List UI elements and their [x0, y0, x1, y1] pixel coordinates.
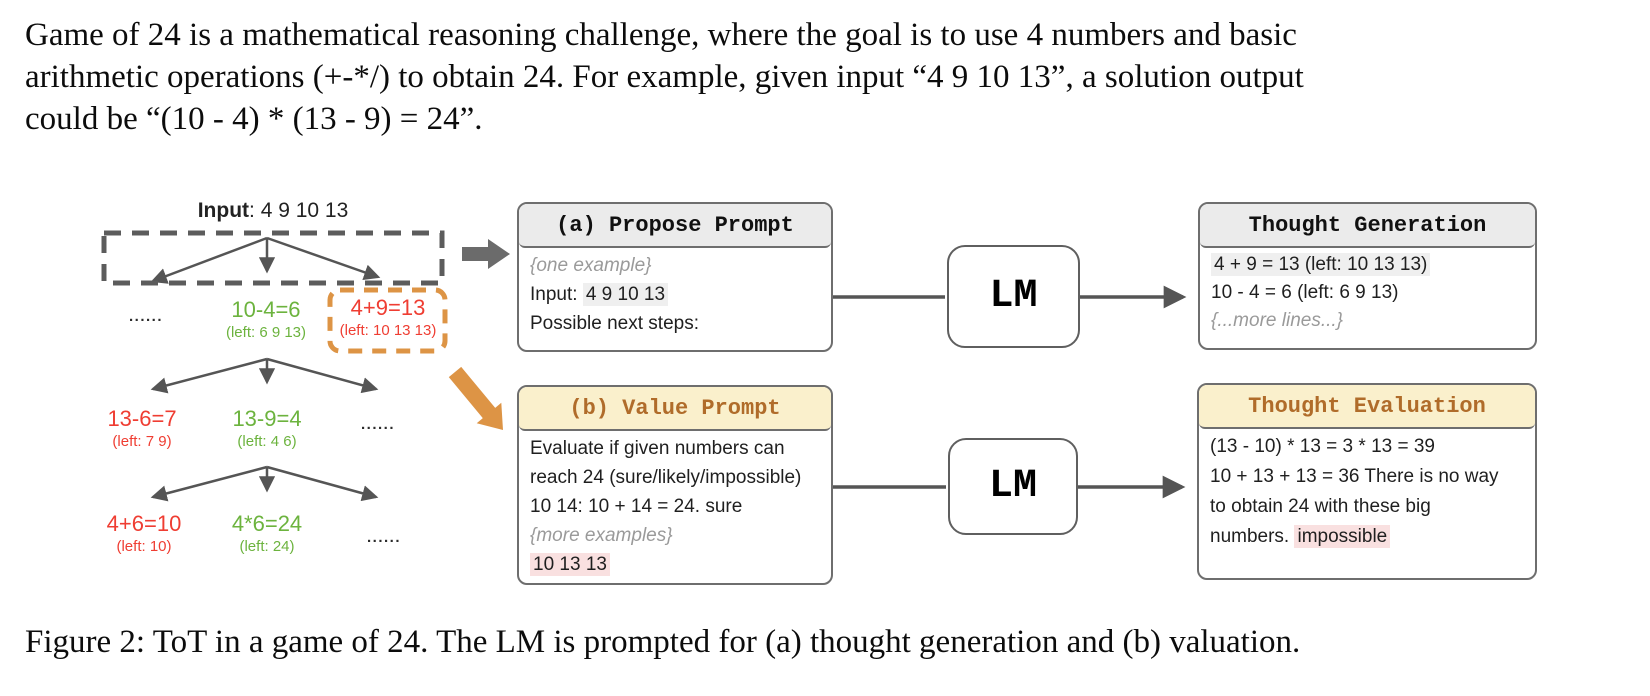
tree-node-4-9-13: 4+9=13 (left: 10 13 13) — [340, 296, 437, 341]
thought-generation-body: 4 + 9 = 13 (left: 10 13 13) 10 - 4 = 6 (… — [1200, 248, 1535, 335]
query-line: 10 13 13 — [530, 550, 820, 579]
prompt-line: Evaluate if given numbers can — [530, 438, 785, 459]
intro-line: could be “(10 - 4) * (13 - 9) = 24”. — [25, 101, 483, 137]
orange-block-arrow-icon — [448, 366, 503, 430]
prompt-line: reach 24 (sure/likely/impossible) — [530, 467, 802, 488]
tree-node-13-6-7: 13-6=7 (left: 7 9) — [107, 407, 176, 452]
tree-node-4-6-24: 4*6=24 (left: 24) — [232, 512, 302, 557]
lm-box-generation: LM — [947, 245, 1080, 348]
gray-block-arrow-icon — [462, 239, 510, 269]
prompt-input-line: Input: 4 9 10 13 — [530, 280, 820, 309]
placeholder-text: {one example} — [530, 255, 652, 276]
placeholder-text: {more examples} — [530, 525, 673, 546]
tree-input-label: Input: 4 9 10 13 — [198, 199, 349, 223]
highlighted-query-numbers: 10 13 13 — [530, 553, 610, 576]
node-expression: 13-6=7 — [107, 406, 177, 431]
generated-thought-line: 4 + 9 = 13 (left: 10 13 13) — [1211, 251, 1524, 279]
prompt-line: 10 14: 10 + 14 = 24. sure — [530, 496, 743, 517]
evaluation-line: (13 - 10) * 13 = 3 * 13 = 39 — [1210, 436, 1435, 457]
tree-branch-arrows-level1 — [150, 236, 381, 284]
input-numbers: : 4 9 10 13 — [249, 199, 349, 222]
node-expression: 13-9=4 — [232, 406, 302, 431]
tree-branch-arrows-level2 — [150, 357, 379, 394]
tree-node-10-4-6: 10-4=6 (left: 6 9 13) — [226, 298, 306, 343]
node-left-numbers: (left: 6 9 13) — [225, 324, 307, 341]
next-steps-line: Possible next steps: — [530, 313, 699, 334]
node-expression: 10-4=6 — [231, 297, 301, 322]
ellipsis-node: ...... — [360, 416, 396, 433]
value-prompt-body: Evaluate if given numbers can reach 24 (… — [519, 431, 831, 579]
node-left-numbers: (left: 7 9) — [112, 433, 172, 450]
evaluation-line: to obtain 24 with these big — [1210, 496, 1431, 517]
propose-prompt-body: {one example} Input: 4 9 10 13 Possible … — [519, 248, 831, 338]
verdict-prefix: numbers. — [1210, 526, 1295, 547]
thought-generation-header: Thought Generation — [1200, 204, 1535, 248]
intro-line: Game of 24 is a mathematical reasoning c… — [25, 17, 1297, 53]
input-word: Input — [197, 199, 250, 222]
ellipsis-node: ...... — [366, 529, 402, 546]
node-left-numbers: (left: 4 6) — [237, 433, 297, 450]
node-expression: 4+6=10 — [106, 511, 182, 536]
propose-prompt-box: (a) Propose Prompt {one example} Input: … — [517, 202, 833, 352]
tree-node-4-6-10: 4+6=10 (left: 10) — [107, 512, 182, 557]
intro-line: arithmetic operations (+-*/) to obtain 2… — [25, 59, 1304, 95]
highlighted-thought: 4 + 9 = 13 (left: 10 13 13) — [1211, 253, 1431, 276]
ellipsis-node: ...... — [128, 308, 164, 325]
thought-evaluation-header: Thought Evaluation — [1199, 385, 1535, 429]
tree-branch-arrows-level3 — [150, 465, 379, 502]
node-expression: 4*6=24 — [231, 511, 303, 536]
propose-prompt-header: (a) Propose Prompt — [519, 204, 831, 248]
thought-generation-box: Thought Generation 4 + 9 = 13 (left: 10 … — [1198, 202, 1537, 350]
node-left-numbers: (left: 10 13 13) — [339, 322, 437, 339]
lm-box-evaluation: LM — [948, 438, 1078, 535]
node-left-numbers: (left: 24) — [239, 538, 295, 555]
highlighted-input-numbers: 4 9 10 13 — [582, 283, 669, 306]
figure-caption: Figure 2: ToT in a game of 24. The LM is… — [25, 624, 1301, 660]
generated-thought-line: 10 - 4 = 6 (left: 6 9 13) — [1211, 282, 1399, 303]
node-left-numbers: (left: 10) — [116, 538, 172, 555]
thought-evaluation-box: Thought Evaluation (13 - 10) * 13 = 3 * … — [1197, 383, 1537, 580]
intro-paragraph: Game of 24 is a mathematical reasoning c… — [25, 14, 1304, 140]
gray-dashed-frame — [101, 230, 445, 286]
input-prefix: Input: — [530, 284, 583, 305]
value-prompt-header: (b) Value Prompt — [519, 387, 831, 431]
thought-evaluation-body: (13 - 10) * 13 = 3 * 13 = 39 10 + 13 + 1… — [1199, 429, 1535, 552]
highlighted-verdict: impossible — [1294, 525, 1391, 548]
evaluation-verdict-line: numbers. impossible — [1210, 522, 1524, 552]
evaluation-line: 10 + 13 + 13 = 36 There is no way — [1210, 466, 1499, 487]
node-expression: 4+9=13 — [350, 295, 426, 320]
placeholder-text: {...more lines...} — [1211, 310, 1344, 331]
value-prompt-box: (b) Value Prompt Evaluate if given numbe… — [517, 385, 833, 585]
tree-node-13-9-4: 13-9=4 (left: 4 6) — [232, 407, 301, 452]
